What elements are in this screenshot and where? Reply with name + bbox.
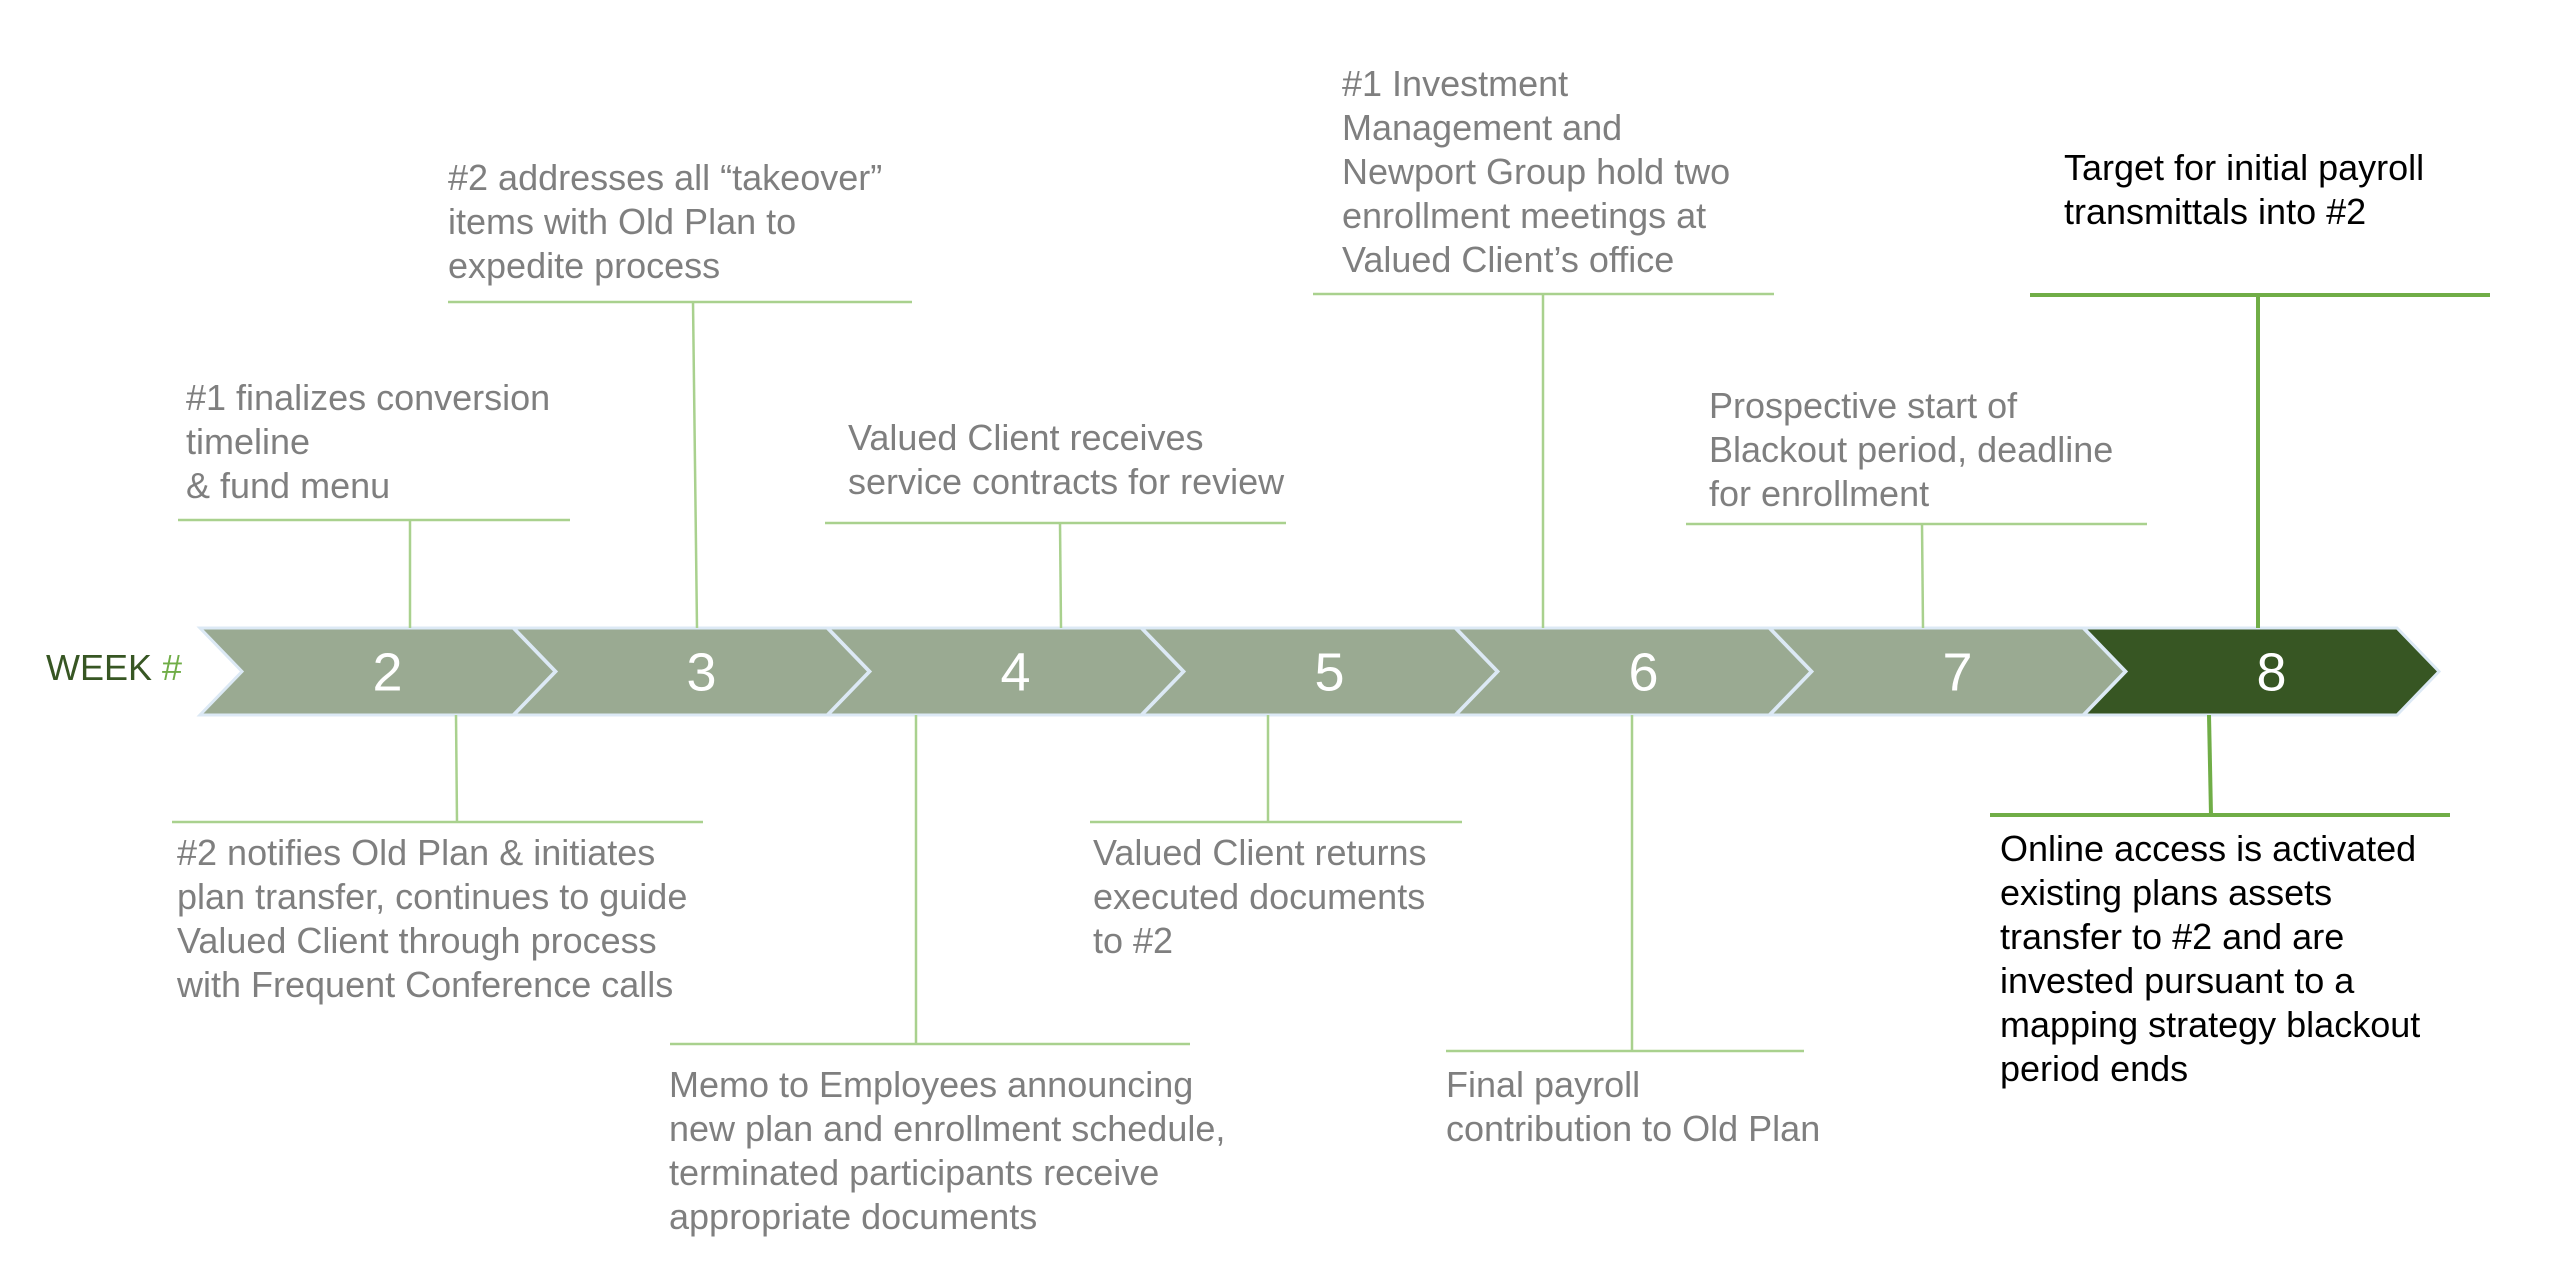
week-axis-word: WEEK (46, 647, 153, 688)
note-line: timeline (186, 421, 311, 462)
week-8-chevron (2080, 626, 2442, 717)
note-line: Valued Client through process (177, 920, 657, 961)
note-line: period ends (2000, 1048, 2189, 1089)
note-line: existing plans assets (2000, 872, 2333, 913)
note-line: Online access is activated (2000, 828, 2417, 869)
note-line: Memo to Employees announcing (669, 1064, 1194, 1105)
note-line: to #2 (1093, 920, 1174, 961)
note-line: with Frequent Conference calls (177, 964, 674, 1005)
note-line: items with Old Plan to (448, 201, 797, 242)
note-line: new plan and enrollment schedule, (669, 1108, 1226, 1149)
week-5-number: 5 (1314, 643, 1344, 703)
week-axis-label: WEEK # (46, 646, 182, 690)
note-line: enrollment meetings at (1342, 195, 1707, 236)
note-below-week-8-connector (2207, 714, 2213, 816)
note-line: transfer to #2 and are (2000, 916, 2345, 957)
week-axis-symbol: # (162, 647, 183, 688)
note-line: transmittals into #2 (2064, 191, 2367, 232)
week-4-number: 4 (1000, 643, 1030, 703)
note-line: appropriate documents (669, 1196, 1038, 1237)
week-7-number: 7 (1942, 643, 1972, 703)
note-line: Management and (1342, 107, 1623, 148)
note-line: Valued Client receives (848, 417, 1204, 458)
note-line: plan transfer, continues to guide (177, 876, 688, 917)
note-line: #2 addresses all “takeover” (448, 157, 883, 198)
note-above-week-7-connector (1920, 523, 1925, 629)
note-line: Target for initial payroll (2064, 147, 2425, 188)
note-line: Valued Client returns (1093, 832, 1427, 873)
note-below-week-2-connector (454, 714, 459, 823)
note-line: expedite process (448, 245, 721, 286)
note-line: #1 Investment (1342, 63, 1569, 104)
note-line: Prospective start of (1709, 385, 2018, 426)
note-above-week-3: #2 addresses all “takeover”items with Ol… (448, 156, 882, 288)
week-8-number: 8 (2256, 643, 2286, 703)
note-line: Final payroll (1446, 1064, 1641, 1105)
week-3-number: 3 (686, 643, 716, 703)
note-line: Valued Client’s office (1342, 239, 1675, 280)
note-line: service contracts for review (848, 461, 1285, 502)
note-above-week-4-connector (1058, 522, 1063, 629)
note-above-week-3-connector (691, 301, 699, 629)
note-line: Blackout period, deadline (1709, 429, 2114, 470)
week-6-number: 6 (1628, 643, 1658, 703)
note-line: terminated participants receive (669, 1152, 1160, 1193)
note-line: #2 notifies Old Plan & initiates (177, 832, 656, 873)
note-line: contribution to Old Plan (1446, 1108, 1821, 1149)
note-line: executed documents (1093, 876, 1426, 917)
note-line: invested pursuant to a (2000, 960, 2355, 1001)
note-line: for enrollment (1709, 473, 1930, 514)
note-line: #1 finalizes conversion (186, 377, 551, 418)
note-line: & fund menu (186, 465, 391, 506)
note-line: mapping strategy blackout (2000, 1004, 2421, 1045)
week-2-number: 2 (372, 643, 402, 703)
note-line: Newport Group hold two (1342, 151, 1731, 192)
